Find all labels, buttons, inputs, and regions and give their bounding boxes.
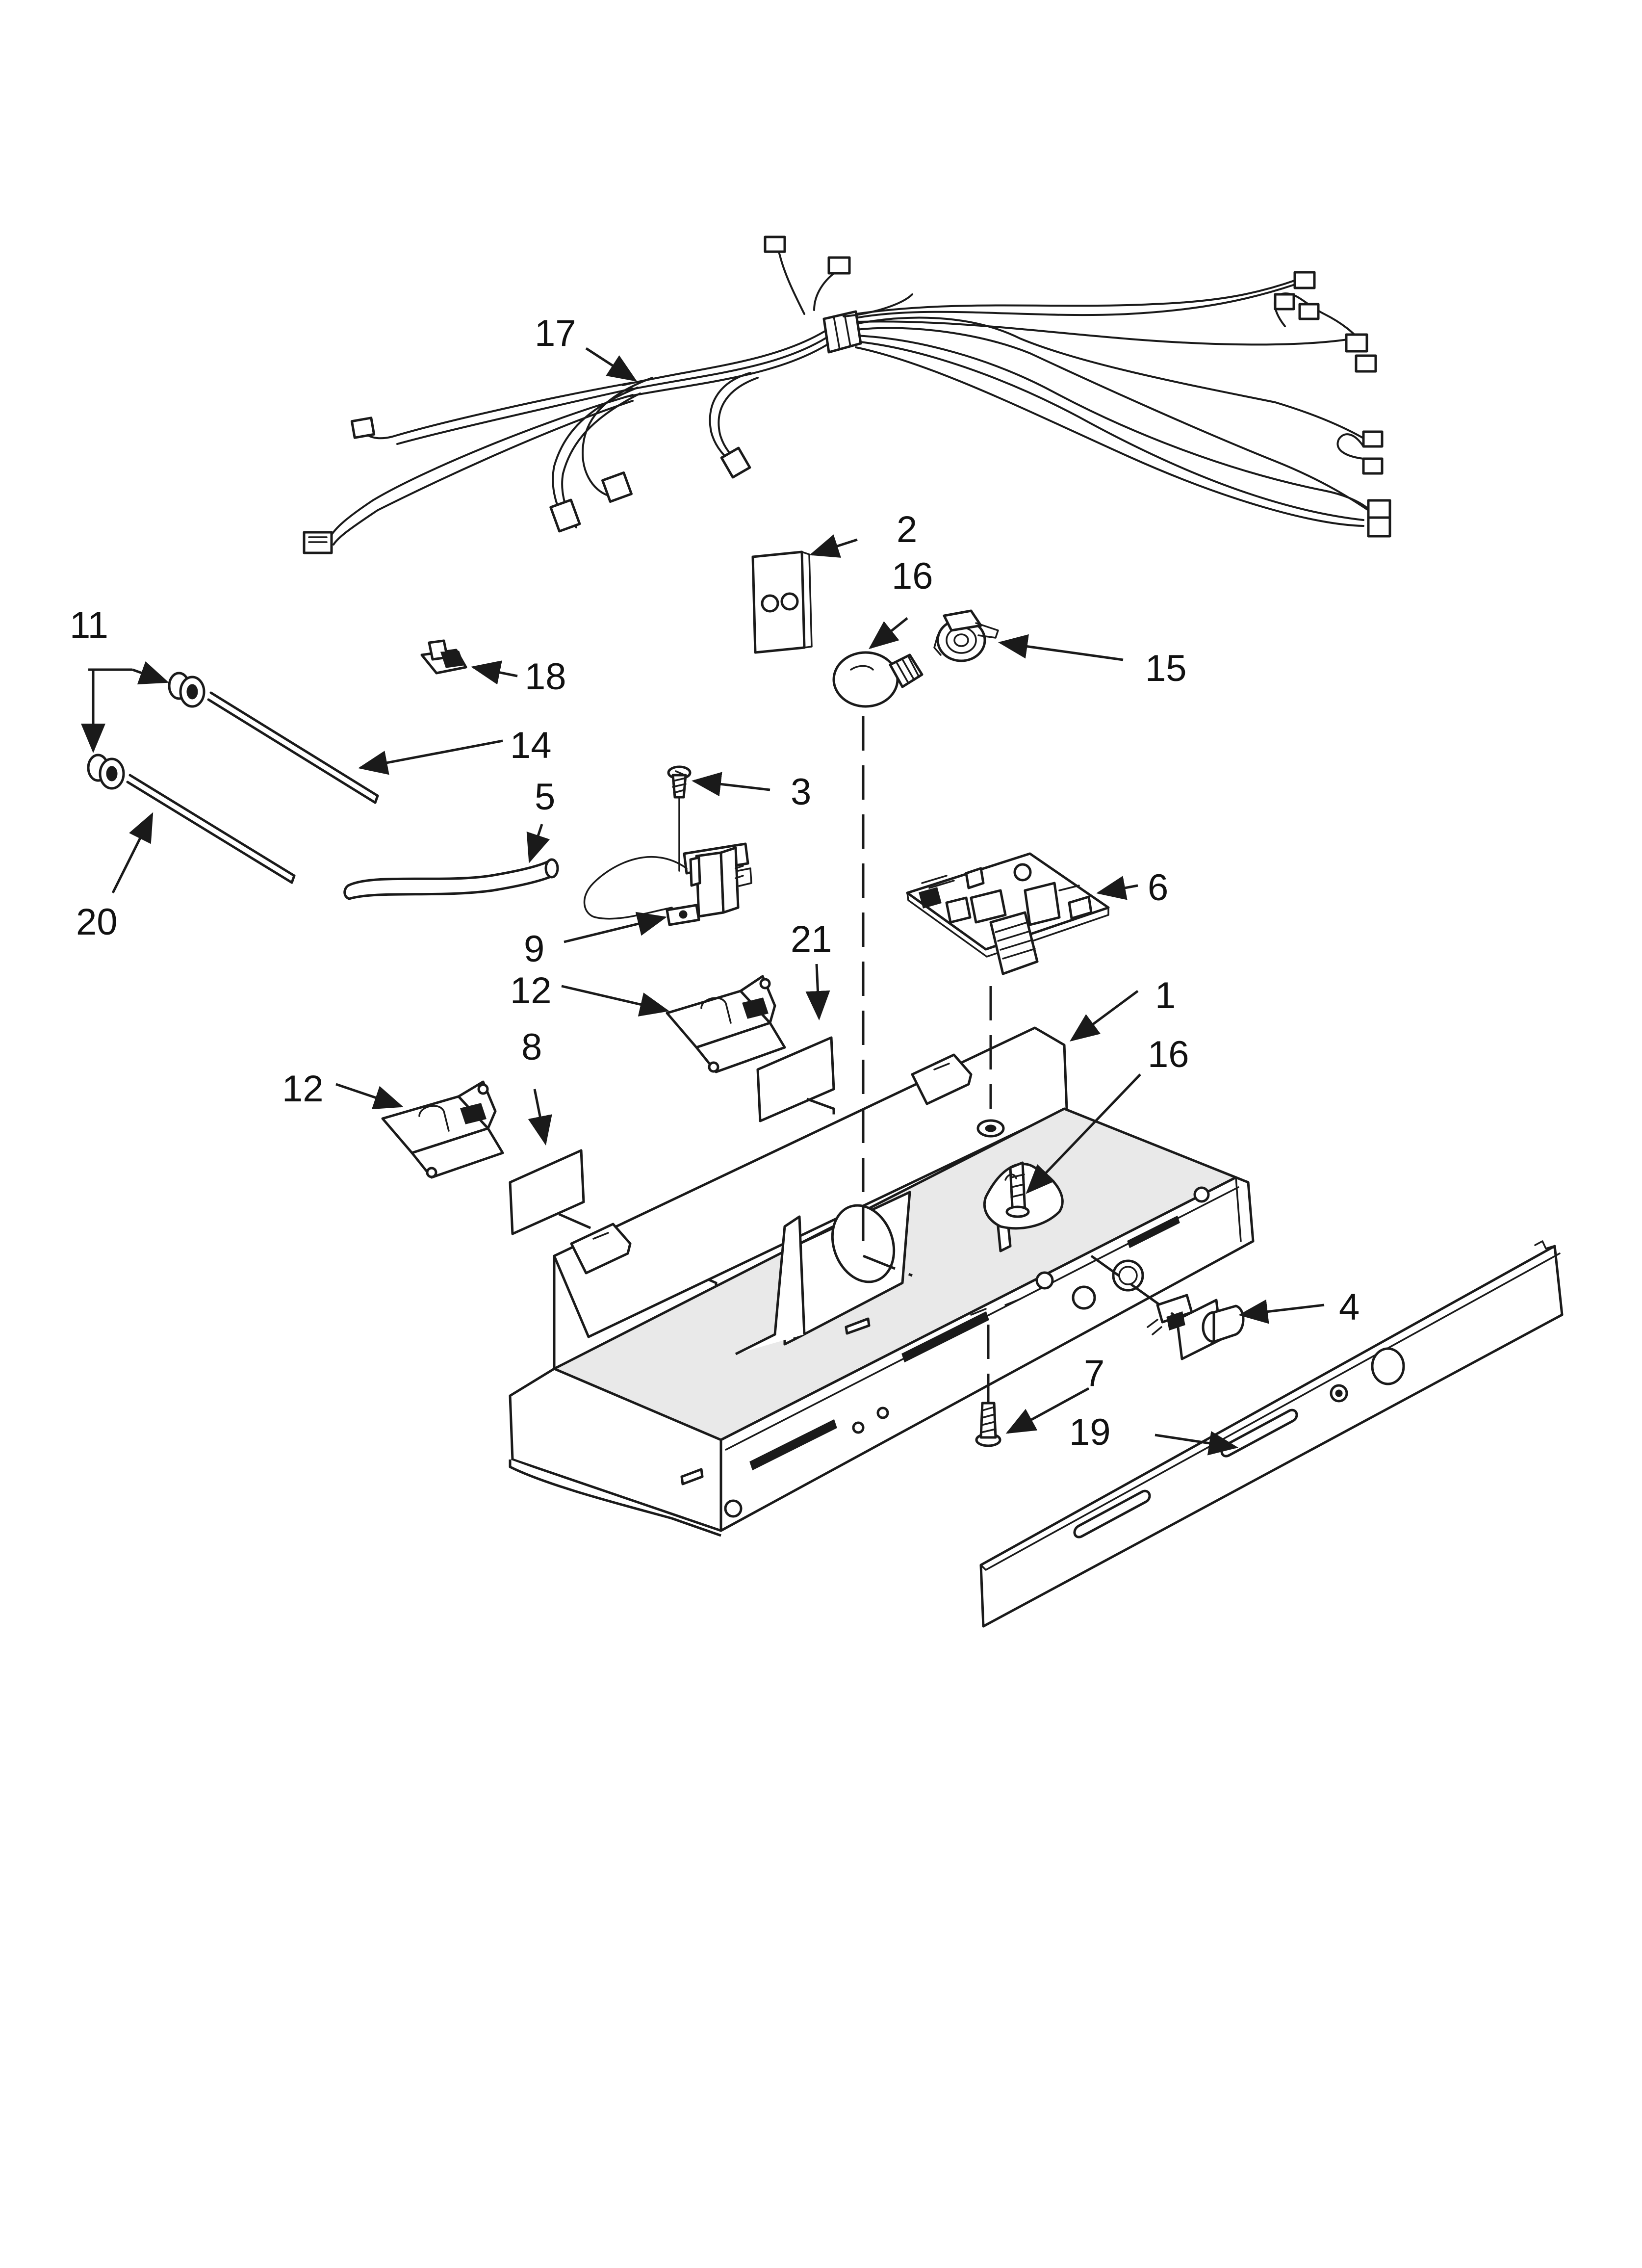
callout-17: 17 xyxy=(535,313,576,354)
callout-18: 18 xyxy=(525,656,566,698)
callout-1: 1 xyxy=(1155,975,1176,1017)
part-11-fittings xyxy=(87,672,205,790)
callout-19: 19 xyxy=(1069,1411,1111,1453)
part-1-housing xyxy=(509,1026,1255,1537)
callout-9: 9 xyxy=(524,928,544,970)
callout-8: 8 xyxy=(521,1026,542,1068)
assembly-line-bulb xyxy=(862,716,913,1277)
part-12-bracket-upper xyxy=(666,975,786,1073)
part-6-control-board xyxy=(906,852,1110,975)
callout-21: 21 xyxy=(791,918,832,960)
callout-15: 15 xyxy=(1145,648,1187,689)
part-3-screw xyxy=(667,765,692,799)
part-9-switch xyxy=(583,796,752,926)
leader-arrows xyxy=(81,347,1325,1456)
part-7-screw xyxy=(975,1402,1001,1447)
part-17-wire-harness xyxy=(303,235,1391,554)
callout-4: 4 xyxy=(1339,1286,1360,1328)
assembly-line-knob xyxy=(1090,1254,1178,1319)
part-4-control-knob xyxy=(1147,1294,1245,1360)
callout-12-lower: 12 xyxy=(282,1068,324,1110)
part-5-hose xyxy=(343,858,559,900)
part-12-bracket-lower xyxy=(381,1080,504,1179)
part-18-clip xyxy=(420,639,467,675)
part-14-tube xyxy=(207,691,379,804)
callout-12-upper: 12 xyxy=(510,970,552,1012)
part-20-tube xyxy=(126,774,296,884)
callout-2: 2 xyxy=(897,509,917,550)
callout-6: 6 xyxy=(1148,867,1168,909)
callout-11: 11 xyxy=(70,604,108,646)
callout-20: 20 xyxy=(76,901,118,943)
callout-5: 5 xyxy=(535,776,555,818)
callout-16-thermistor: 16 xyxy=(1148,1034,1189,1075)
part-15-lamp-socket xyxy=(933,609,999,662)
part-2-gasket xyxy=(751,550,813,654)
part-16-light-bulb xyxy=(832,651,924,708)
callout-3: 3 xyxy=(791,771,811,813)
callout-7: 7 xyxy=(1084,1353,1104,1394)
callout-labels: 17 2 16 15 11 18 14 3 5 20 6 9 21 12 1 8… xyxy=(70,313,1360,1453)
part-19-trim xyxy=(979,1240,1564,1628)
callout-14: 14 xyxy=(510,725,552,766)
callout-16-bulb: 16 xyxy=(892,555,933,597)
